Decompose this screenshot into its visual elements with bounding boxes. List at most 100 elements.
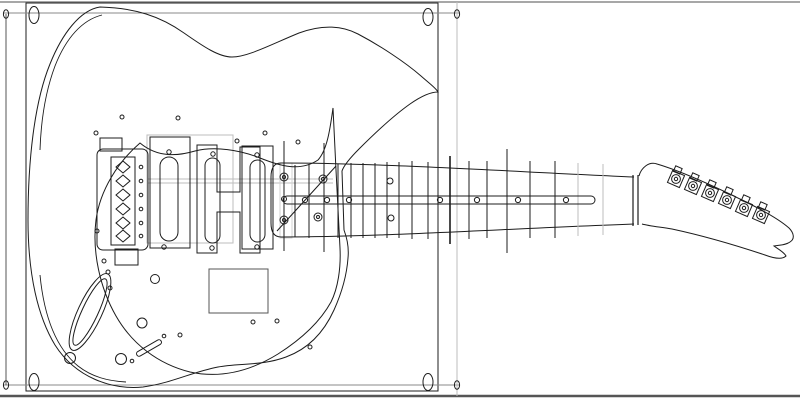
tuner-tab xyxy=(689,172,700,182)
bridge-pickup-ear-screw xyxy=(101,258,107,264)
body-outline xyxy=(27,6,439,388)
inlay-dot-12th xyxy=(387,214,395,222)
pole-screw xyxy=(138,192,144,198)
pot-hole-tone2 xyxy=(115,353,127,365)
heel-screw-outer xyxy=(279,172,289,182)
pot-hole-volume xyxy=(150,274,160,284)
pickguard-screw xyxy=(274,318,280,324)
pickguard-screw xyxy=(250,319,256,325)
bridge-pickup-ear-screw xyxy=(93,130,99,136)
neck xyxy=(270,141,639,253)
jack-plate-outer xyxy=(68,273,112,351)
tuner-tab xyxy=(672,165,683,175)
jack-hole xyxy=(64,352,76,364)
neck-outline xyxy=(270,162,635,238)
jack-plate-screw xyxy=(105,269,111,275)
pole-diamond xyxy=(115,174,131,188)
single-coil-cover-3 xyxy=(249,159,266,243)
heel-screw-outer xyxy=(279,215,289,225)
tuners xyxy=(666,165,771,225)
heel-screw-inner xyxy=(321,177,325,181)
pole-screw xyxy=(138,220,144,226)
channel-hole xyxy=(323,196,331,204)
bridge-pickup-ear-bottom xyxy=(114,248,139,266)
pole-diamond xyxy=(115,229,131,243)
bridge-pickup-bobbin xyxy=(110,156,136,246)
tremolo-spring-cavity xyxy=(208,268,269,314)
tuner-post xyxy=(690,183,696,189)
jack-plate-inner xyxy=(72,278,108,346)
heel-center-hole xyxy=(281,196,287,202)
channel-hole xyxy=(562,196,570,204)
headstock xyxy=(638,162,794,259)
truss-rod-channel xyxy=(282,195,596,205)
tuner-bushing xyxy=(705,188,715,198)
humbucker-h-route xyxy=(196,144,261,254)
corner-drill-mark-tr xyxy=(422,8,434,26)
pickguard-screw xyxy=(295,139,301,145)
tuner-post xyxy=(758,212,764,218)
inlay-dot-12th xyxy=(386,177,394,185)
corner-drill-mark-br xyxy=(422,373,434,391)
tuner-tab xyxy=(706,179,717,189)
pickguard-screw xyxy=(119,114,125,120)
body-contour-bottom-left xyxy=(39,274,127,383)
tuner-tab xyxy=(740,194,751,204)
single-coil-route-1 xyxy=(149,136,191,249)
pole-screw xyxy=(138,164,144,170)
heel-screw-inner xyxy=(282,175,286,179)
single-coil-screw xyxy=(161,244,167,250)
channel-hole xyxy=(514,196,522,204)
pickguard-screw xyxy=(234,138,240,144)
channel-hole xyxy=(345,196,353,204)
heel-screw-outer xyxy=(318,174,328,184)
pole-diamond xyxy=(115,216,131,230)
headstock-outline xyxy=(638,162,794,259)
single-coil-screw xyxy=(210,151,216,157)
corner-pin-mark-tl xyxy=(2,9,10,19)
tuner-tab xyxy=(723,186,734,196)
single-coil-screw xyxy=(209,245,215,251)
channel-hole xyxy=(473,196,481,204)
pickup-routes xyxy=(93,130,274,266)
pole-diamond xyxy=(115,160,131,174)
pole-diamond xyxy=(115,202,131,216)
tuner-plate xyxy=(717,190,737,210)
single-coil-screw xyxy=(254,244,260,250)
single-coil-cover-1 xyxy=(159,156,179,242)
bridge-pickup-ear-top xyxy=(99,137,123,152)
guitar-body xyxy=(27,6,439,388)
heel-screw-inner xyxy=(282,218,286,222)
corner-pin-mark-bl xyxy=(2,380,10,390)
corner-pin-mark-tr xyxy=(453,9,461,19)
tuner-plate xyxy=(751,205,771,225)
controls xyxy=(64,268,269,365)
corner-pin-mark-br xyxy=(453,380,461,390)
single-coil-cover-2 xyxy=(204,157,221,244)
heel-screw-outer xyxy=(313,212,323,222)
tuner-bushing xyxy=(722,195,732,205)
pickguard-screw xyxy=(175,115,181,121)
tuner-plate xyxy=(734,198,754,218)
corner-drill-mark-bl xyxy=(28,373,40,391)
pickguard-screw xyxy=(307,344,313,350)
pole-screw xyxy=(138,233,144,239)
switch-screw xyxy=(129,358,135,364)
switch-screw xyxy=(161,333,167,339)
tuner-bushing xyxy=(688,181,698,191)
pickguard-screw xyxy=(177,332,183,338)
single-coil-screw xyxy=(254,152,260,158)
single-coil-screw xyxy=(166,149,172,155)
tuner-post xyxy=(724,197,730,203)
pickguard-screw xyxy=(262,130,268,136)
channel-hole xyxy=(436,196,444,204)
tuner-tab xyxy=(757,201,768,211)
pot-hole-tone1 xyxy=(136,317,148,329)
tuner-bushing xyxy=(756,210,766,220)
heel-screw-inner xyxy=(316,215,320,219)
channel-hole xyxy=(301,196,309,204)
pole-screw xyxy=(138,206,144,212)
tuner-post xyxy=(741,205,747,211)
